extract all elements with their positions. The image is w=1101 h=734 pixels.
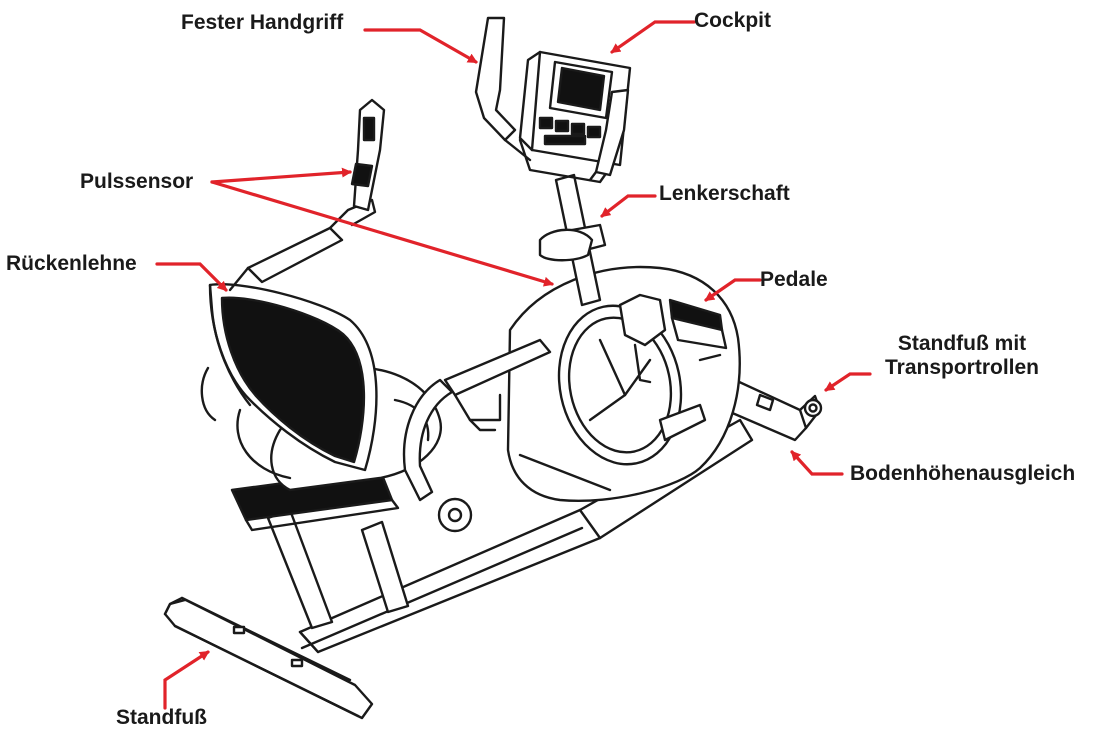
rear-handles	[228, 98, 386, 292]
label-fester-handgriff: Fester Handgriff	[181, 11, 344, 34]
arrow-bodenhoehenausgleich	[790, 450, 844, 476]
arrow-pulssensor-1	[210, 167, 352, 184]
fixed-handlebar	[474, 16, 630, 182]
label-cockpit: Cockpit	[694, 9, 772, 32]
flywheel-housing	[506, 265, 741, 502]
arrow-pedale	[704, 278, 762, 302]
arrow-fester-handgriff	[363, 28, 478, 64]
side-handles	[200, 366, 454, 502]
rear-foot	[163, 596, 374, 720]
backrest	[208, 283, 378, 472]
arrow-rueckenlehne	[155, 262, 228, 292]
arrow-standfuss	[163, 650, 210, 710]
front-foot	[726, 378, 823, 442]
label-rueckenlehne: Rückenlehne	[6, 252, 137, 275]
label-standfuss-transport-line1: Standfuß mit	[897, 332, 1027, 355]
label-standfuss-mit-transportrollen: Standfuß mit Transportrollen	[872, 332, 1052, 380]
handlebar-post	[538, 173, 607, 307]
arrow-cockpit	[610, 20, 696, 54]
arrow-pulssensor-2	[210, 180, 554, 287]
pedal-assembly	[618, 293, 728, 384]
label-pulssensor: Pulssensor	[80, 170, 194, 193]
arrow-transportrollen	[824, 372, 872, 392]
arrow-lenkerschaft	[600, 194, 657, 218]
label-lenkerschaft: Lenkerschaft	[659, 182, 790, 205]
bike-drawing	[163, 16, 823, 720]
label-standfuss: Standfuß	[116, 706, 207, 729]
label-bodenhoehenausgleich: Bodenhöhenausgleich	[850, 462, 1076, 485]
callout-arrows	[155, 20, 872, 710]
label-standfuss-transport-line2: Transportrollen	[884, 356, 1040, 379]
label-pedale: Pedale	[760, 268, 828, 291]
